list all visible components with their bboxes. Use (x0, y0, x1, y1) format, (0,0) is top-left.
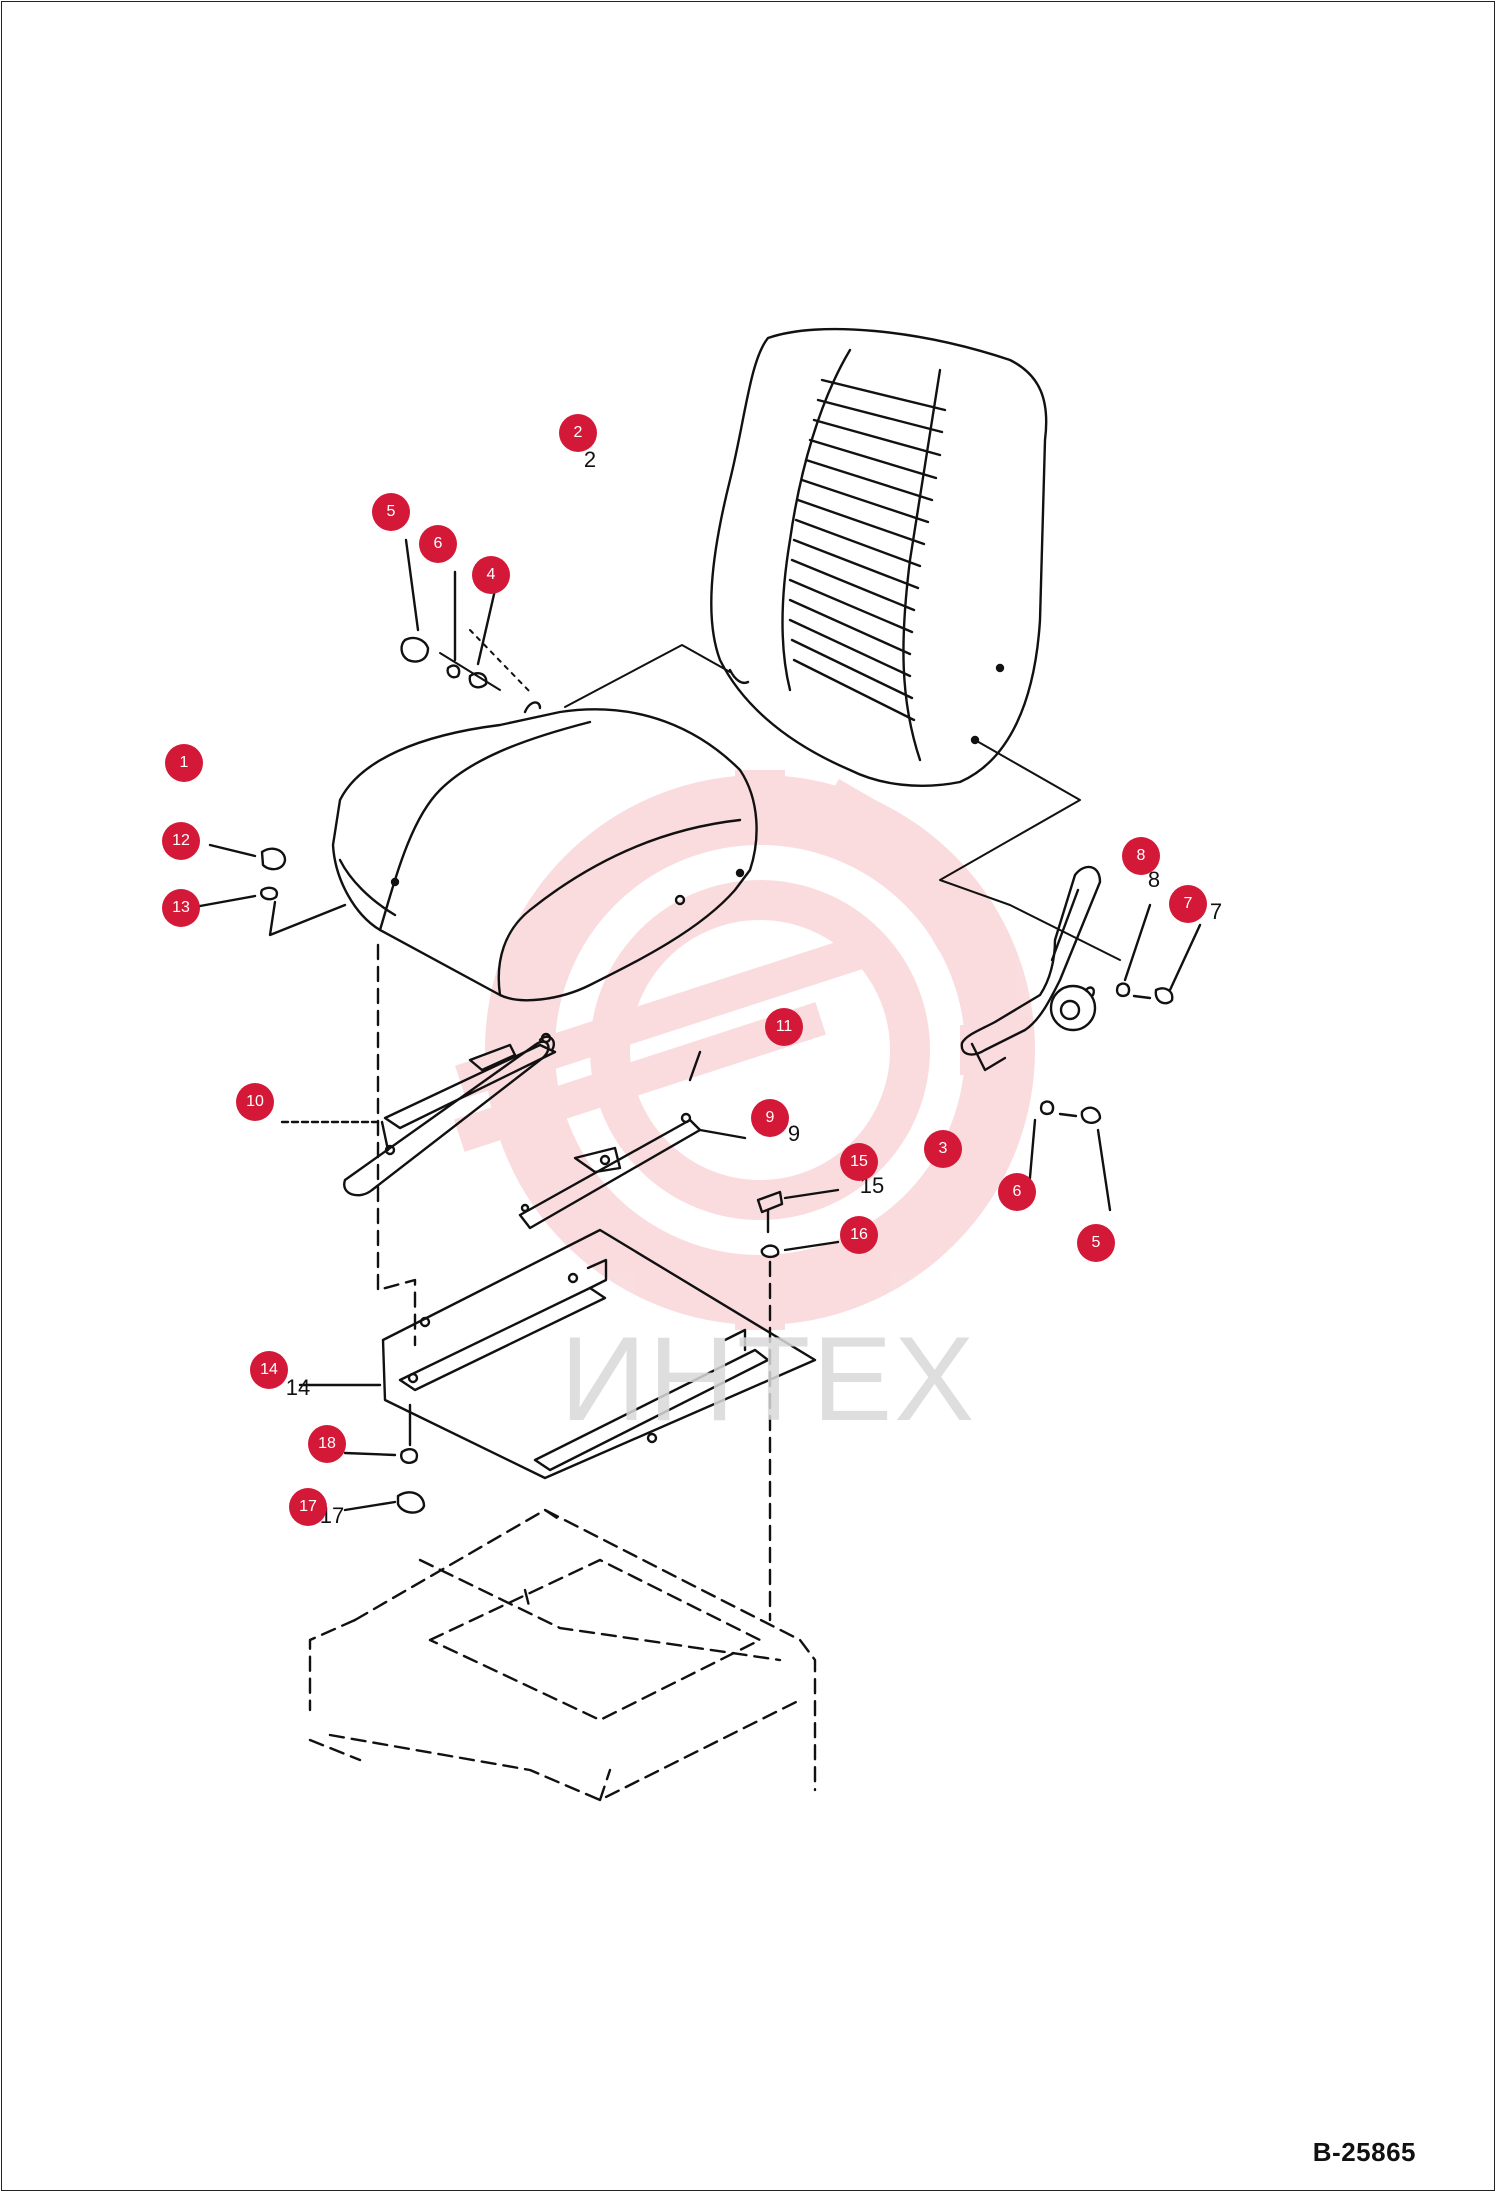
callout-part-9[interactable]: 9 (751, 1099, 789, 1137)
callout-part-5-top[interactable]: 5 (372, 493, 410, 531)
printed-label-14: 14 (285, 1375, 311, 1400)
callout-part-10[interactable]: 10 (236, 1083, 274, 1121)
callout-part-14[interactable]: 14 (250, 1351, 288, 1389)
nut-washer-left (198, 843, 347, 937)
slide-rail-left (280, 1032, 702, 1197)
callout-part-12[interactable]: 12 (162, 822, 200, 860)
callout-part-7[interactable]: 7 (1169, 885, 1207, 923)
callout-part-2[interactable]: 2 (559, 414, 597, 452)
callout-part-17[interactable]: 17 (289, 1488, 327, 1526)
bolt-washer-nut-set-top (400, 538, 497, 689)
bolt-and-washer (756, 1188, 840, 1622)
printed-label-2: 2 (583, 447, 597, 472)
printed-label-9: 9 (787, 1121, 801, 1146)
printed-label-8: 8 (1147, 867, 1161, 892)
watermark-text: ИНТЕХ (560, 1312, 977, 1446)
base-plate (298, 943, 817, 1480)
bottom-nut-washer (343, 1448, 426, 1514)
mounting-frame (308, 1508, 817, 1802)
callout-part-1[interactable]: 1 (165, 744, 203, 782)
recliner-lever (960, 865, 1102, 1072)
callout-part-3[interactable]: 3 (924, 1130, 962, 1168)
watermark-gear-logo (454, 770, 1035, 1330)
seat-cushion (331, 701, 758, 1002)
callout-part-15[interactable]: 15 (840, 1143, 878, 1181)
callout-part-16[interactable]: 16 (840, 1216, 878, 1254)
callout-part-8[interactable]: 8 (1122, 837, 1160, 875)
construction-lines (439, 629, 1121, 961)
callout-part-11[interactable]: 11 (765, 1008, 803, 1046)
slide-rail-right (518, 1112, 747, 1230)
callout-part-18[interactable]: 18 (308, 1425, 346, 1463)
backrest (710, 327, 1048, 787)
callout-part-4[interactable]: 4 (472, 556, 510, 594)
callout-part-6-right[interactable]: 6 (998, 1173, 1036, 1211)
callout-part-6-top[interactable]: 6 (419, 525, 457, 563)
drawing-number: B-25865 (1312, 2137, 1416, 2167)
printed-label-7: 7 (1209, 899, 1223, 924)
callout-part-5-right[interactable]: 5 (1077, 1224, 1115, 1262)
callout-part-13[interactable]: 13 (162, 889, 200, 927)
bolt-washer-nut-set-right (1026, 903, 1202, 1212)
